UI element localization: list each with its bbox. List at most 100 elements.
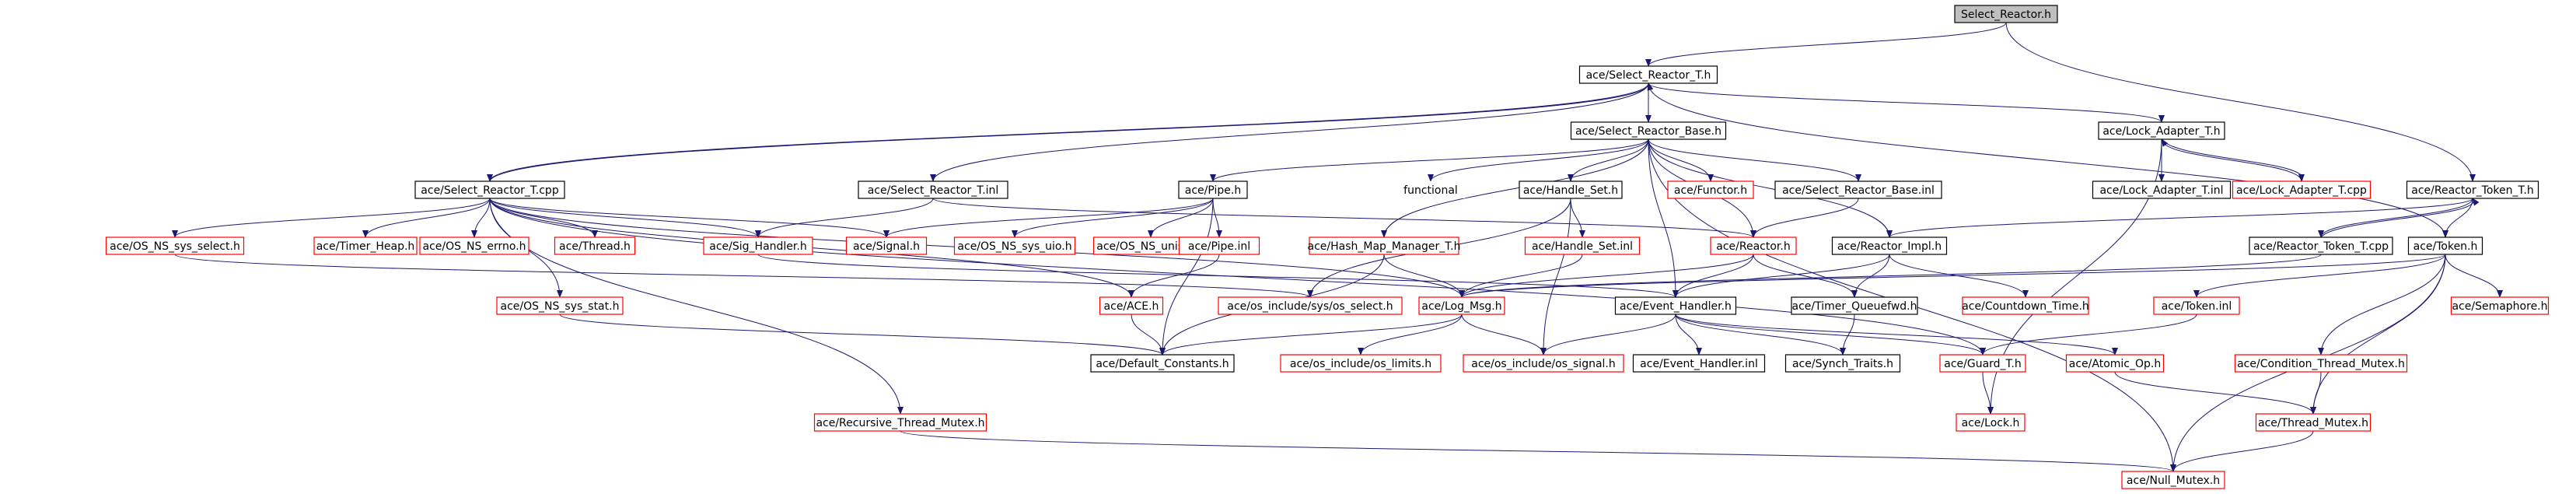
- graph-nodes: Select_Reactor.h ace/Select_Reactor_T.hac…: [105, 5, 2550, 489]
- node-label: ace/Token.h: [2413, 240, 2478, 253]
- node-ace-handle-set-h[interactable]: ace/Handle_Set.h: [1519, 180, 1623, 199]
- node-box: [813, 413, 987, 432]
- node-ace-atomic-op-h[interactable]: ace/Atomic_Op.h: [2065, 354, 2165, 373]
- node-box: [2153, 296, 2240, 315]
- node-ace-synch-traits-h[interactable]: ace/Synch_Traits.h: [1784, 354, 1901, 373]
- node-ace-token-inl[interactable]: ace/Token.inl: [2153, 296, 2240, 315]
- node-box: [1178, 180, 1248, 199]
- node-ace-log-msg-h[interactable]: ace/Log_Msg.h: [1418, 296, 1505, 315]
- edge-n27-n32: [1459, 254, 2322, 298]
- node-ace-lock-adapter-t-cpp[interactable]: ace/Lock_Adapter_T.cpp: [2232, 180, 2372, 199]
- node-label: ace/Timer_Queuefwd.h: [1792, 300, 1917, 313]
- edge-n6-n38: [1159, 198, 1214, 356]
- node-ace-thread-h[interactable]: ace/Thread.h: [554, 236, 636, 255]
- node-ace-select-reactor-base-h[interactable]: ace/Select_Reactor_Base.h: [1570, 121, 1727, 140]
- node-box: [1090, 354, 1235, 373]
- node-ace-os-ns-errno-h[interactable]: ace/OS_NS_errno.h: [419, 236, 530, 255]
- node-ace-guard-t-h[interactable]: ace/Guard_T.h: [1939, 354, 2026, 373]
- node-ace-thread-mutex-h[interactable]: ace/Thread_Mutex.h: [2255, 413, 2372, 432]
- node-label: ace/Reactor_Token_T.h: [2411, 184, 2533, 197]
- node-ace-event-handler-h[interactable]: ace/Event_Handler.h: [1614, 296, 1737, 315]
- edge-n13-n28: [2442, 198, 2473, 238]
- node-ace-event-handler-inl[interactable]: ace/Event_Handler.inl: [1632, 354, 1766, 373]
- node-ace-semaphore-h[interactable]: ace/Semaphore.h: [2450, 296, 2550, 315]
- node-box: [1791, 296, 1918, 315]
- node-ace-lock-h[interactable]: ace/Lock.h: [1956, 413, 2025, 432]
- edge-n4-n16: [471, 198, 491, 238]
- edge-n25-n32: [1459, 254, 1754, 298]
- node-box: [105, 236, 245, 255]
- edge-n25-n33: [1672, 254, 1754, 298]
- node-ace-lock-adapter-t-inl[interactable]: ace/Lock_Adapter_T.inl: [2092, 180, 2232, 199]
- node-ace-reactor-token-t-cpp[interactable]: ace/Reactor_Token_T.cpp: [2249, 236, 2393, 255]
- edge-n28-n45: [2318, 254, 2446, 356]
- node-ace-lock-adapter-t-h[interactable]: ace/Lock_Adapter_T.h: [2098, 121, 2225, 140]
- node-ace-countdown-time-h[interactable]: ace/Countdown_Time.h: [1962, 296, 2089, 315]
- node-ace-select-reactor-t-cpp[interactable]: ace/Select_Reactor_T.cpp: [414, 180, 565, 199]
- node-ace-timer-queuefwd-h[interactable]: ace/Timer_Queuefwd.h: [1791, 296, 1918, 315]
- node-ace-handle-set-inl[interactable]: ace/Handle_Set.inl: [1524, 236, 1641, 255]
- node-label: ace/Select_Reactor_T.cpp: [421, 184, 559, 197]
- node-box: [1784, 354, 1901, 373]
- node-box: [313, 236, 418, 255]
- node-ace-functor-h[interactable]: ace/Functor.h: [1667, 180, 1754, 199]
- node-ace-reactor-h[interactable]: ace/Reactor.h: [1710, 236, 1797, 255]
- node-ace-select-reactor-base-inl[interactable]: ace/Select_Reactor_Base.inl: [1774, 180, 1942, 199]
- node-ace-default-constants-h[interactable]: ace/Default_Constants.h: [1090, 354, 1235, 373]
- node-ace-recursive-thread-mutex-h[interactable]: ace/Recursive_Thread_Mutex.h: [813, 413, 987, 432]
- node-ace-os-include-os-limits-h[interactable]: ace/os_include/os_limits.h: [1280, 354, 1442, 373]
- node-label: ace/OS_NS_sys_uio.h: [957, 240, 1071, 253]
- node-label: ace/Select_Reactor_Base.h: [1575, 125, 1721, 138]
- edge-n32-n39: [1358, 314, 1463, 356]
- node-ace-os-ns-sys-uio-h[interactable]: ace/OS_NS_sys_uio.h: [953, 236, 1076, 255]
- edge-n2-n10: [1648, 138, 1861, 182]
- node-ace-timer-heap-h[interactable]: ace/Timer_Heap.h: [313, 236, 418, 255]
- node-label: ace/os_include/os_signal.h: [1471, 358, 1616, 370]
- node-ace-os-include-sys-os-select-h[interactable]: ace/os_include/sys/os_select.h: [1218, 296, 1403, 315]
- node-box: [1578, 65, 1718, 84]
- node-ace-reactor-impl-h[interactable]: ace/Reactor_Impl.h: [1831, 236, 1948, 255]
- node-label: ace/Hash_Map_Manager_T.h: [1307, 240, 1460, 253]
- node-select-reactor-h: Select_Reactor.h: [1954, 5, 2058, 23]
- node-ace-select-reactor-t-inl[interactable]: ace/Select_Reactor_T.inl: [858, 180, 1008, 199]
- node-ace-signal-h[interactable]: ace/Signal.h: [845, 236, 928, 255]
- edge-n4-n19: [489, 198, 890, 238]
- node-ace-token-h[interactable]: ace/Token.h: [2407, 236, 2483, 255]
- node-ace-ace-h[interactable]: ace/ACE.h: [1099, 296, 1164, 315]
- node-ace-select-reactor-t-h[interactable]: ace/Select_Reactor_T.h: [1578, 65, 1718, 84]
- node-label: Select_Reactor.h: [1961, 9, 2051, 21]
- node-box: [2234, 354, 2408, 373]
- edge-n28-n48: [2310, 254, 2446, 415]
- node-ace-os-include-os-signal-h[interactable]: ace/os_include/os_signal.h: [1463, 354, 1624, 373]
- node-label: ace/os_include/sys/os_select.h: [1227, 300, 1393, 313]
- node-label: ace/Timer_Heap.h: [316, 240, 415, 253]
- node-box: [1632, 354, 1766, 373]
- node-ace-os-ns-sys-stat-h[interactable]: ace/OS_NS_sys_stat.h: [496, 296, 624, 315]
- node-box: [2098, 121, 2225, 140]
- node-label: ace/Event_Handler.inl: [1640, 358, 1758, 370]
- edge-n2-n33: [1648, 138, 1679, 298]
- node-box: [1524, 236, 1641, 255]
- node-label: ace/Sig_Handler.h: [709, 240, 806, 253]
- node-box: [1614, 296, 1737, 315]
- edge-n6-n19: [883, 198, 1214, 238]
- node-ace-reactor-token-t-h[interactable]: ace/Reactor_Token_T.h: [2406, 180, 2539, 199]
- node-ace-pipe-h[interactable]: ace/Pipe.h: [1178, 180, 1248, 199]
- node-ace-hash-map-manager-t-h[interactable]: ace/Hash_Map_Manager_T.h: [1307, 236, 1461, 255]
- node-ace-pipe-inl[interactable]: ace/Pipe.inl: [1178, 236, 1260, 255]
- node-ace-sig-handler-h[interactable]: ace/Sig_Handler.h: [703, 236, 813, 255]
- node-box: [1939, 354, 2026, 373]
- node-ace-os-ns-sys-select-h[interactable]: ace/OS_NS_sys_select.h: [105, 236, 245, 255]
- node-label: ace/OS_NS_unistd.h: [1096, 240, 1205, 253]
- node-label: ace/Reactor_Impl.h: [1837, 240, 1942, 253]
- node-ace-null-mutex-h[interactable]: ace/Null_Mutex.h: [2121, 471, 2225, 489]
- node-label: ace/Reactor.h: [1716, 240, 1790, 253]
- node-label: ace/OS_NS_sys_select.h: [110, 240, 240, 253]
- edge-n8-n40: [1540, 198, 1571, 356]
- edge-n2-n8: [1568, 138, 1649, 182]
- node-ace-condition-thread-mutex-h[interactable]: ace/Condition_Thread_Mutex.h: [2234, 354, 2408, 373]
- node-box: [1962, 296, 2089, 315]
- edge-n23-n32: [1383, 254, 1465, 298]
- node-label: ace/Event_Handler.h: [1620, 300, 1732, 313]
- node-box: [1309, 236, 1459, 255]
